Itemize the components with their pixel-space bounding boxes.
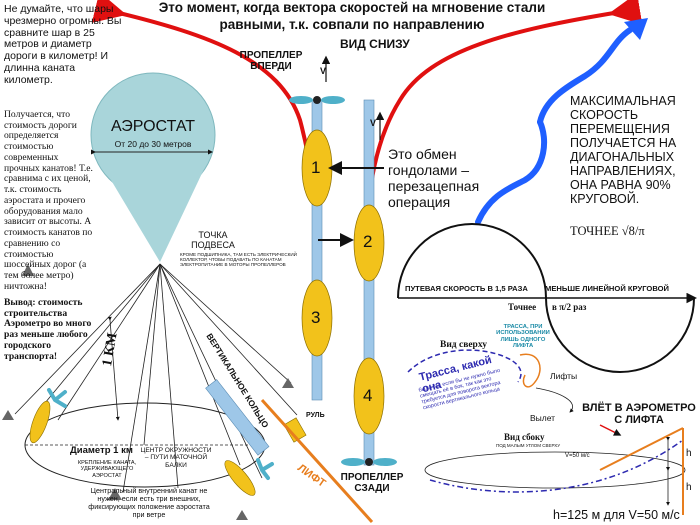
exchange-text: Это обмен гондолами – перезацепная опера…: [388, 146, 480, 211]
top-view-route: [519, 353, 541, 388]
side-view-title: Вид сбоку: [504, 432, 545, 442]
view-bottom-label: ВИД СНИЗУ: [340, 37, 410, 51]
rudder-gondola: [283, 417, 307, 443]
top-view-route-label: ТРАССА, ПРИ ИСПОЛЬЗОВАНИИ ЛИШЬ ОДНОГО ЛИ…: [496, 324, 550, 350]
speed-line-right: МЕНЬШЕ ЛИНЕЙНОЙ КРУГОВОЙ: [545, 284, 669, 293]
side-view-ellipse: [424, 451, 686, 489]
gondola-label-1: 1: [311, 158, 321, 177]
speed-note-text: МАКСИМАЛЬНАЯ СКОРОСТЬ ПЕРЕМЕЩЕНИЯ ПОЛУЧА…: [570, 94, 677, 206]
left-note-intro: Не думайте, что шары чрезмерно огромны. …: [4, 3, 122, 86]
blue-curve-lower: [475, 119, 548, 225]
arc-right-bottom: [545, 297, 695, 373]
ground-anchors: [2, 264, 294, 520]
height-1km-arrow: [107, 316, 120, 421]
balloon-title: АЭРОСТАТ: [110, 118, 196, 135]
speed-line-precise-label: Точнее: [508, 302, 537, 312]
ring-diameter-label: Диаметр 1 км: [70, 445, 133, 456]
side-view-formula: h=125 м для V=50 м/с: [553, 508, 680, 522]
gondola-3: [301, 279, 333, 357]
suspension-note: КРОМЕ ПОДШИПНИКА, ТАМ ЕСТЬ ЭЛЕКТРИЧЕСКИЙ…: [180, 252, 297, 268]
velocity-label-front: V: [320, 66, 327, 76]
side-view-lift-diagonal: [599, 427, 684, 471]
top-view-track: [407, 349, 522, 383]
top-view-exit: Вылет: [530, 413, 556, 423]
velocity-label-rear: V: [370, 118, 377, 128]
propeller-front-label: ПРОПЕЛЛЕР ВПЕРДИ: [239, 50, 303, 73]
side-view-trajectory: [429, 439, 684, 493]
propeller-rear-icon: [341, 458, 397, 466]
left-note-body: Получается, что стоимость дороги определ…: [4, 109, 93, 292]
entry-arrow: [599, 424, 622, 436]
lifts-pointer: [535, 387, 574, 413]
blue-arrow-head: [624, 18, 648, 40]
propeller-rear-label: ПРОПЕЛЛЕР СЗАДИ: [340, 472, 404, 495]
ring-center-label: ЦЕНТР ОКРУЖНОСТИ – ПУТИ МАТОЧНОЙ БАЛКИ: [140, 447, 212, 469]
gondola-label-4: 4: [363, 386, 373, 405]
header-text-line1: Это момент, когда вектора скоростей на м…: [158, 0, 546, 15]
speed-line-left: ПУТЕВАЯ СКОРОСТЬ В 1,5 РАЗА: [405, 284, 528, 293]
left-note-conclusion: Вывод: стоимость строительства Аэрометро…: [4, 297, 92, 362]
ring-gondola-right: [224, 458, 274, 496]
speed-line-precise-value: в π/2 раз: [552, 302, 587, 312]
side-view-subtitle: ПОД МАЛЫМ УГЛОМ СВЕРХУ: [496, 443, 561, 448]
ring-anchor-label: КРЕПЛЕНИЕ КАНАТА, УДЕРЖИВАЮЩЕГО АЭРОСТАТ: [77, 460, 137, 479]
ring-gondola-left: [29, 388, 67, 444]
propeller-front-icon: [289, 96, 345, 104]
header-text-line2: равными, т.к. совпали по направлению: [219, 17, 485, 32]
ring-cable-note: Центральный внутренний канат не нужен, е…: [88, 486, 210, 520]
speed-note-precise: ТОЧНЕЕ √8/π: [570, 224, 645, 238]
ring-rudder-label: РУЛЬ: [306, 412, 325, 419]
balloon-cone: [93, 150, 213, 262]
blue-curve-upper: [537, 27, 633, 125]
top-view-lifts: Лифты: [550, 371, 578, 381]
side-view-speed: V=50 м/с: [565, 453, 590, 459]
balloon-subtitle: От 20 до 30 метров: [114, 139, 192, 149]
entry-title: ВЛЁТ В АЭРОМЕТРО С ЛИФТА: [582, 402, 696, 427]
gondola-2: [353, 204, 385, 282]
side-view-h-lower: h: [686, 482, 692, 493]
gondola-label-3: 3: [311, 308, 321, 327]
vertical-ring-band: [205, 379, 270, 456]
lift-line: [260, 398, 374, 524]
gondola-4: [353, 357, 385, 435]
gondola-label-2: 2: [363, 232, 373, 251]
arc-left-top: [397, 223, 547, 299]
side-view-h-upper: h: [686, 448, 692, 459]
tether-lines: [14, 263, 298, 493]
top-view-title: Вид сверху: [440, 340, 487, 350]
suspension-title: ТОЧКА ПОДВЕСА: [191, 230, 235, 251]
